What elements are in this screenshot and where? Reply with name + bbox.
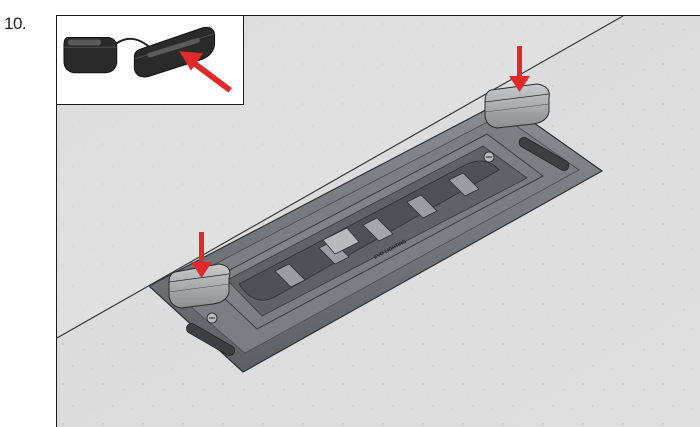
trim-slot-right	[518, 137, 570, 171]
end-cap-left	[168, 263, 231, 309]
down-arrow-icon	[509, 46, 530, 92]
step-number: 10.	[4, 14, 27, 33]
diagonal-arrow-icon	[179, 51, 232, 93]
down-arrow-icon	[191, 232, 212, 278]
cap-detail-left	[63, 37, 118, 74]
illustration-panel: EVO LIGHTING	[56, 15, 700, 427]
screw-right	[483, 151, 495, 163]
screw-left	[206, 312, 218, 324]
trim-slot-left	[186, 323, 235, 356]
end-cap-detail-illustration	[63, 26, 232, 93]
detail-inset	[56, 15, 244, 105]
ceiling-install-illustration: EVO LIGHTING	[57, 16, 700, 427]
end-cap-right	[484, 83, 550, 129]
cap-detail-right	[133, 26, 216, 78]
housing-dividers	[274, 172, 480, 288]
